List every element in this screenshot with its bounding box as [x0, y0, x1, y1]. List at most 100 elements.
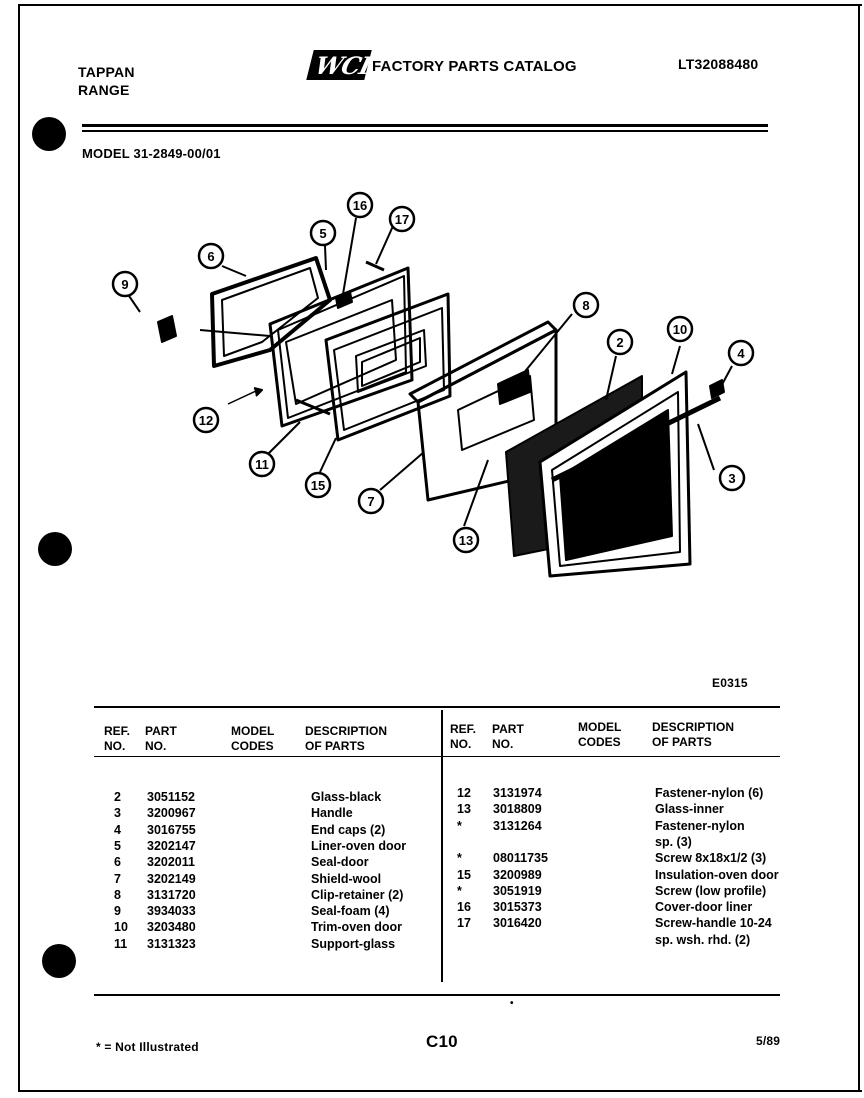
model-number: MODEL 31-2849-00/01	[82, 146, 221, 161]
header-model-left: MODEL CODES	[231, 724, 275, 753]
brand-line-2: RANGE	[78, 82, 130, 98]
leader-4	[717, 365, 733, 393]
ref-no: 15	[457, 867, 471, 882]
leader-17	[375, 225, 394, 265]
leader-6	[221, 265, 247, 277]
description: Cover-door liner	[655, 900, 753, 915]
description: Glass-inner	[655, 802, 724, 817]
leader-5	[324, 245, 327, 271]
description: Insulation-oven door	[655, 867, 779, 882]
ref-no: *	[457, 818, 462, 833]
ref-no: 6	[114, 855, 121, 870]
callout-circle-3	[718, 464, 746, 492]
callout-circle-15	[304, 471, 332, 499]
part-no: 3051919	[493, 883, 542, 898]
leader-10	[671, 345, 681, 375]
header-part-right: PART NO.	[492, 722, 524, 751]
description: Shield-wool	[311, 871, 382, 886]
ref-no: 7	[114, 871, 121, 886]
callout-label-16: 16	[353, 198, 367, 213]
description: Fastener-nylon	[655, 818, 745, 833]
callout-label-3: 3	[728, 471, 735, 486]
insulation-window-inner	[361, 337, 421, 387]
header-rule-2	[82, 130, 768, 132]
header-model-right: MODEL CODES	[578, 720, 622, 749]
callout-label-13: 13	[459, 533, 473, 548]
description: Glass-black	[311, 790, 382, 804]
callout-label-17: 17	[395, 212, 409, 227]
insulation-inner	[333, 307, 445, 431]
callout-circle-17	[388, 205, 416, 233]
ref-no: 2	[114, 790, 121, 804]
leader-9b	[199, 329, 271, 337]
trim-glass-area	[559, 409, 673, 561]
table-top-rule	[94, 706, 780, 708]
callout-circle-8	[572, 291, 600, 319]
fastener-part	[253, 387, 263, 397]
callout-label-11: 11	[255, 457, 269, 472]
description: Seal-door	[311, 855, 369, 870]
footer-note: * = Not Illustrated	[96, 1040, 199, 1054]
part-no: 3016755	[147, 822, 196, 837]
callout-label-7: 7	[367, 494, 374, 509]
callout-circle-13	[452, 526, 480, 554]
callout-circle-11	[248, 450, 276, 478]
leader-13	[463, 459, 489, 527]
handle-screw-part	[365, 260, 385, 272]
ref-no: 3	[114, 806, 121, 821]
door-insulation-part	[324, 292, 452, 442]
seal-foam-part	[157, 315, 177, 343]
catalog-number: LT32088480	[678, 56, 759, 72]
part-no: 3200989	[493, 867, 542, 882]
ref-no: 11	[114, 936, 128, 951]
description: End caps (2)	[311, 822, 386, 837]
callout-label-6: 6	[207, 249, 214, 264]
callout-circle-9	[111, 270, 139, 298]
liner-inner-edge	[277, 275, 407, 419]
leader-3	[697, 423, 715, 471]
door-seal-inner	[221, 267, 319, 357]
liner-panel	[285, 299, 397, 405]
part-no: 3131323	[147, 936, 196, 951]
callout-label-12: 12	[199, 413, 213, 428]
ref-no: 9	[114, 904, 121, 919]
description: Screw-handle 10-24	[655, 916, 772, 931]
header-desc-right: DESCRIPTION OF PARTS	[652, 720, 735, 749]
retainer-clip-part	[497, 369, 531, 405]
ref-no: 16	[457, 900, 471, 915]
leader-2	[605, 355, 617, 401]
binder-hole-top	[32, 117, 66, 151]
callout-circle-12	[192, 406, 220, 434]
description: Liner-oven door	[311, 838, 407, 853]
description: sp. (3)	[655, 834, 692, 849]
leader-11	[265, 421, 301, 457]
header-ref-right: REF. NO.	[450, 722, 477, 751]
callout-circle-2	[606, 328, 634, 356]
description: Support-glass	[311, 936, 396, 951]
insulation-window	[355, 329, 427, 393]
door-seal-part	[210, 256, 332, 368]
trim-inner-edge	[551, 391, 681, 567]
part-no: 3016420	[493, 916, 542, 931]
header-part-left: PART NO.	[145, 724, 177, 753]
ref-no: 17	[457, 916, 471, 931]
ref-no: 5	[114, 838, 121, 853]
binder-hole-bottom	[42, 944, 76, 978]
description: Clip-retainer (2)	[311, 887, 404, 902]
stray-dot: •	[510, 998, 514, 1009]
callout-label-15: 15	[311, 478, 325, 493]
ref-no: *	[457, 851, 462, 866]
fastener-arrow	[227, 389, 259, 405]
glass-support-part	[295, 398, 331, 416]
page-number: C10	[426, 1032, 458, 1051]
description: Fastener-nylon (6)	[655, 786, 764, 800]
callout-label-5: 5	[319, 226, 326, 241]
ref-no: *	[457, 883, 462, 898]
brand-line-1: TAPPAN	[78, 64, 135, 80]
header-rule-1	[82, 124, 768, 127]
callout-circle-6	[197, 242, 225, 270]
binder-hole-middle	[38, 532, 72, 566]
ref-no: 4	[114, 822, 121, 837]
print-date: 5/89	[756, 1034, 781, 1048]
